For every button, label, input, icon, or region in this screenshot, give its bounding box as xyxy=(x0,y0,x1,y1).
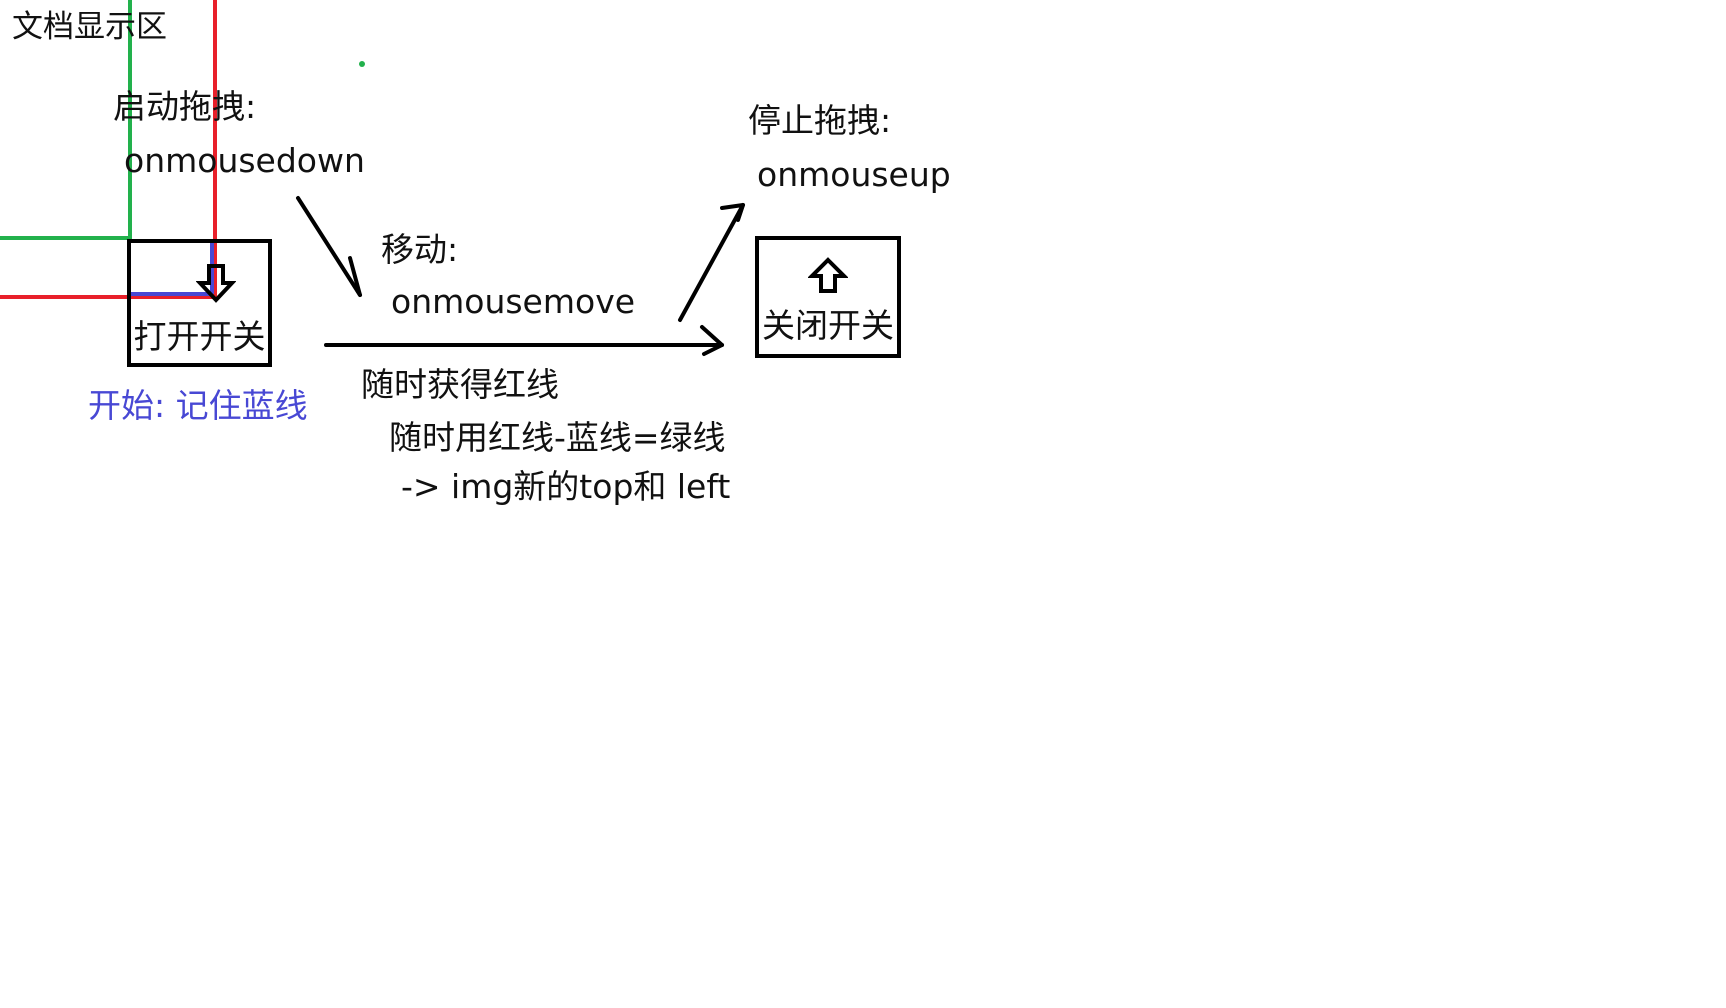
open-switch-box: 打开开关 xyxy=(127,239,272,367)
stop-drag-title: 停止拖拽: xyxy=(748,101,892,140)
down-arrow-icon xyxy=(195,264,236,303)
doc-area-label: 文档显示区 xyxy=(12,9,167,45)
move-title: 移动: xyxy=(381,230,459,269)
move-event: onmousemove xyxy=(391,282,636,321)
up-arrow-icon xyxy=(808,257,848,293)
open-switch-label: 打开开关 xyxy=(133,317,266,356)
green-dot xyxy=(359,61,365,67)
move-note-compute-green: 随时用红线-蓝线=绿线 xyxy=(389,418,726,457)
move-note-get-red: 随时获得红线 xyxy=(361,365,559,404)
start-note-remember-blue: 开始: 记住蓝线 xyxy=(88,386,308,425)
arrow-horizontal-move xyxy=(324,325,724,356)
start-drag-event: onmousedown xyxy=(124,141,365,180)
close-switch-box: 关闭开关 xyxy=(755,236,901,358)
close-switch-label: 关闭开关 xyxy=(762,306,894,345)
start-drag-title: 启动拖拽: xyxy=(113,87,257,126)
stop-drag-event: onmouseup xyxy=(757,155,951,194)
arrow-move-to-up xyxy=(678,203,745,322)
move-note-new-position: -> img新的top和 left xyxy=(401,467,731,506)
arrow-down-to-move xyxy=(296,196,362,297)
